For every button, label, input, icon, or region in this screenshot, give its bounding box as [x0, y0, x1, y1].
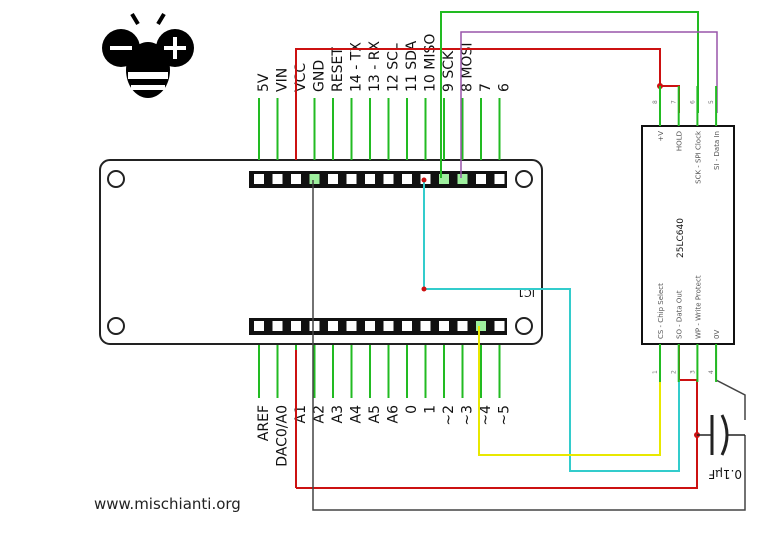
chip-pin-number: 3: [689, 370, 696, 374]
top-header-pad: [254, 174, 264, 184]
sck-wire: [440, 11, 699, 178]
capacitor: 0.1µF: [697, 414, 745, 481]
chip-pin-label: SI - Data In: [713, 131, 721, 170]
miso-wire: [423, 180, 680, 472]
mischianti-bee-logo: [102, 12, 194, 98]
bottom-header-pad: [402, 321, 412, 331]
mount-hole: [107, 170, 125, 188]
top-pin-label: 13 - RX: [367, 41, 383, 92]
mount-hole: [515, 317, 533, 335]
bottom-pin-label: ~2: [441, 405, 457, 426]
chip-pin-number: 7: [671, 100, 678, 104]
bottom-header-pad: [291, 321, 301, 331]
bottom-header-pad: [328, 321, 338, 331]
top-pin-label: RESET: [330, 47, 346, 92]
bottom-pin-label: A6: [386, 405, 402, 424]
bottom-header-pad: [439, 321, 449, 331]
vcc-wire: [295, 48, 661, 160]
top-pin-label: 6: [497, 83, 513, 92]
chip-pin-label: +V: [657, 131, 665, 142]
bottom-header-pad: [494, 321, 505, 331]
chip-pin-label: SCK - SPI Clock: [694, 130, 702, 184]
bottom-header-pad: [383, 321, 394, 331]
dev-board-body: [99, 159, 543, 345]
bottom-pin-label: ~4: [478, 405, 494, 426]
chip-pin-number: 5: [708, 100, 715, 104]
bottom-header-pad: [309, 321, 320, 331]
top-pin-label: 12 SCL: [386, 43, 402, 92]
bottom-pin-label: A2: [312, 405, 328, 423]
bottom-header-pad: [365, 321, 375, 331]
vcc-wire: [296, 435, 698, 489]
mount-hole: [515, 170, 533, 188]
top-header-strip: [249, 171, 507, 188]
chip-pin-label: HOLD: [676, 131, 684, 151]
chip-pin-number: 2: [671, 370, 678, 374]
top-header-pad: [272, 174, 283, 184]
chip-pin-number: 1: [652, 370, 659, 374]
top-header-pad: [494, 174, 505, 184]
wp-wire: [678, 345, 698, 435]
bottom-pin-label: A3: [330, 405, 346, 423]
bottom-pin-label: AREF: [256, 405, 272, 441]
top-header-pad: [402, 174, 412, 184]
capacitor-label: 0.1µF: [708, 467, 742, 481]
chip-pin-number: 8: [652, 100, 659, 104]
top-header-pad: [476, 174, 486, 184]
bottom-header-pad: [420, 321, 431, 331]
top-header-pad: [457, 174, 468, 184]
top-pin-label: 14 - TX: [349, 42, 365, 92]
top-pin-label: 7: [478, 83, 494, 92]
cs-wire: [478, 326, 661, 456]
top-pin-label: 11 SDA: [404, 40, 420, 92]
bottom-header-pad: [476, 321, 486, 331]
chip-pin-label: CS - Chip Select: [657, 283, 665, 339]
top-pin-label: 5V: [256, 73, 272, 92]
top-pin-label: 9 SCK: [441, 50, 457, 92]
bottom-pin-label: 0: [404, 405, 420, 414]
bottom-header-pad: [254, 321, 264, 331]
top-header-pad: [439, 174, 449, 184]
top-header-pad: [309, 174, 320, 184]
mosi-wire: [460, 31, 718, 178]
bottom-pin-label: ~5: [497, 405, 513, 426]
chip-pin-label: WP - Write Protect: [694, 275, 702, 339]
top-header-pad: [291, 174, 301, 184]
top-header-pad: [346, 174, 357, 184]
chip-pin-number: 4: [708, 370, 715, 374]
bottom-header-pad: [346, 321, 357, 331]
bottom-header-pad: [272, 321, 283, 331]
bottom-header-pad: [457, 321, 468, 331]
top-pin-label: GND: [312, 60, 328, 92]
top-pin-label: 8 MOSI: [460, 43, 476, 92]
bottom-pin-label: 1: [423, 405, 439, 414]
website-link[interactable]: www.mischianti.org: [94, 495, 241, 513]
bottom-pin-label: ~3: [460, 405, 476, 426]
bottom-header-strip: [249, 318, 507, 335]
chip-name: 25LC640: [676, 218, 686, 258]
board-label: IC1: [517, 286, 535, 299]
chip-pin-number: 6: [689, 100, 696, 104]
chip-pin-label: 0V: [713, 330, 721, 339]
chip-pin-label: SO - Data Out: [676, 290, 684, 339]
top-header-pad: [328, 174, 338, 184]
bottom-pin-label: A5: [367, 405, 383, 423]
top-pin-label: 10 MISO: [423, 34, 439, 92]
gnd-wire: [715, 345, 746, 420]
bottom-pin-label: A4: [349, 405, 365, 424]
top-pin-label: VIN: [275, 68, 291, 92]
mount-hole: [107, 317, 125, 335]
top-header-pad: [365, 174, 375, 184]
hold-wire: [660, 85, 680, 113]
top-header-pad: [383, 174, 394, 184]
gnd-wire: [312, 180, 746, 511]
bottom-pin-label: DAC0/A0: [275, 405, 291, 467]
